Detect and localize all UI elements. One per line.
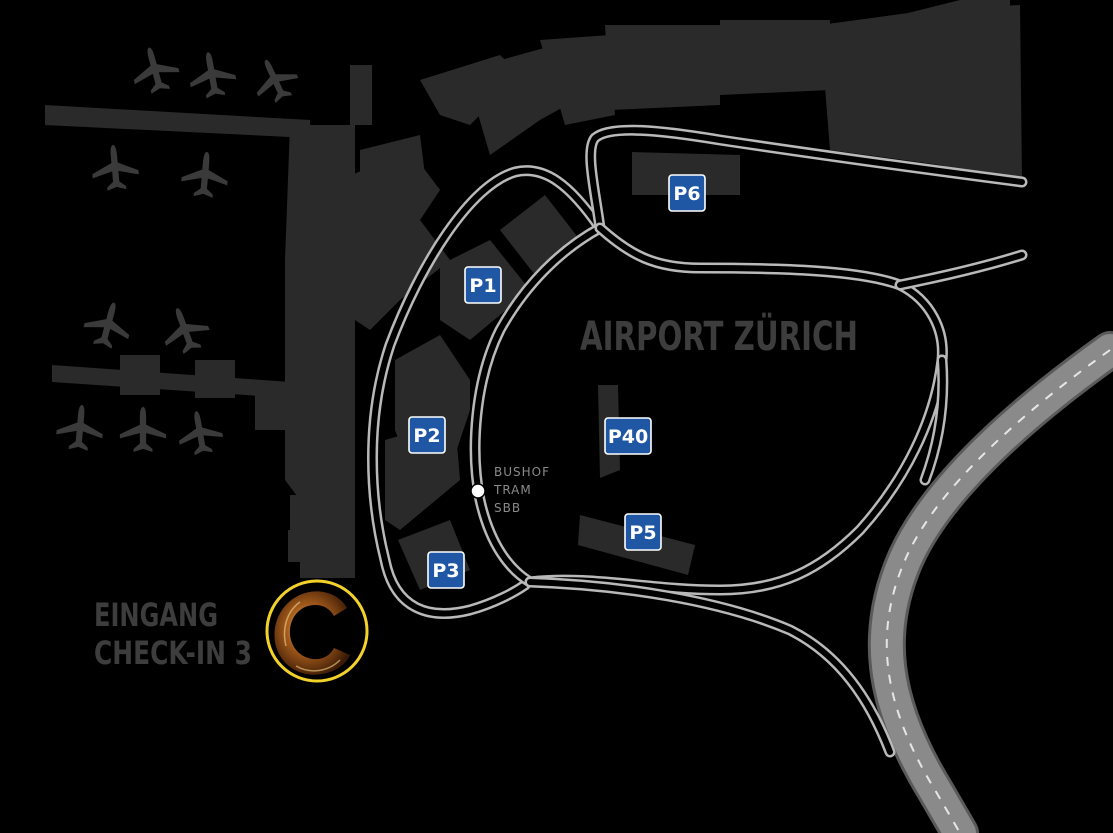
parking-label-p5: P5: [629, 522, 656, 544]
airplane-icon: [79, 296, 137, 353]
parking-sign-p3[interactable]: [427, 551, 465, 589]
parking-p1[interactable]: P1: [464, 266, 502, 304]
parking-label-p6: P6: [673, 183, 700, 205]
parking-label-p3: P3: [432, 560, 459, 582]
airplane-icon: [245, 50, 304, 109]
parking-label-p40: P40: [608, 426, 648, 448]
parking-label-p1: P1: [469, 275, 496, 297]
parking-sign-p5[interactable]: [624, 513, 662, 551]
entrance-line2: CHECK-IN 3: [94, 634, 252, 672]
airplane-icon: [119, 406, 167, 453]
parking-sign-p2[interactable]: [408, 416, 446, 454]
parking-p6[interactable]: P6: [668, 174, 706, 212]
transit-stop-line2: TRAM: [493, 483, 532, 497]
parking-p40[interactable]: P40: [604, 417, 652, 455]
parking-p3[interactable]: P3: [427, 551, 465, 589]
transit-stop-line1: BUSHOF: [494, 465, 550, 479]
airplane-icon: [89, 142, 140, 192]
airplane-icon: [174, 407, 226, 458]
parking-label-p2: P2: [413, 425, 440, 447]
parking-sign-p6[interactable]: [668, 174, 706, 212]
parking-p2[interactable]: P2: [408, 416, 446, 454]
parking-p5[interactable]: P5: [624, 513, 662, 551]
highway: [867, 331, 1113, 833]
airplane-icon: [180, 149, 231, 199]
airplane-icon: [126, 41, 184, 98]
logo-c-shape: [274, 591, 350, 675]
parking-sign-p1[interactable]: [464, 266, 502, 304]
airplane-icon: [55, 402, 106, 452]
entrance-line1: EINGANG: [94, 596, 218, 634]
entrance-label: EINGANG CHECK-IN 3: [94, 596, 252, 672]
airplane-icon: [185, 48, 239, 101]
transit-stop-marker[interactable]: [470, 483, 486, 499]
airplane-icon: [155, 300, 215, 359]
c-logo-icon[interactable]: [262, 578, 374, 683]
transit-stop[interactable]: BUSHOF TRAM SBB: [470, 465, 550, 515]
logo-c-highlight: [283, 601, 341, 672]
map-title: AIRPORT ZÜRICH: [580, 312, 858, 360]
roads: [367, 124, 1028, 758]
transit-stop-line3: SBB: [494, 501, 521, 515]
parking-sign-p40[interactable]: [604, 417, 652, 455]
